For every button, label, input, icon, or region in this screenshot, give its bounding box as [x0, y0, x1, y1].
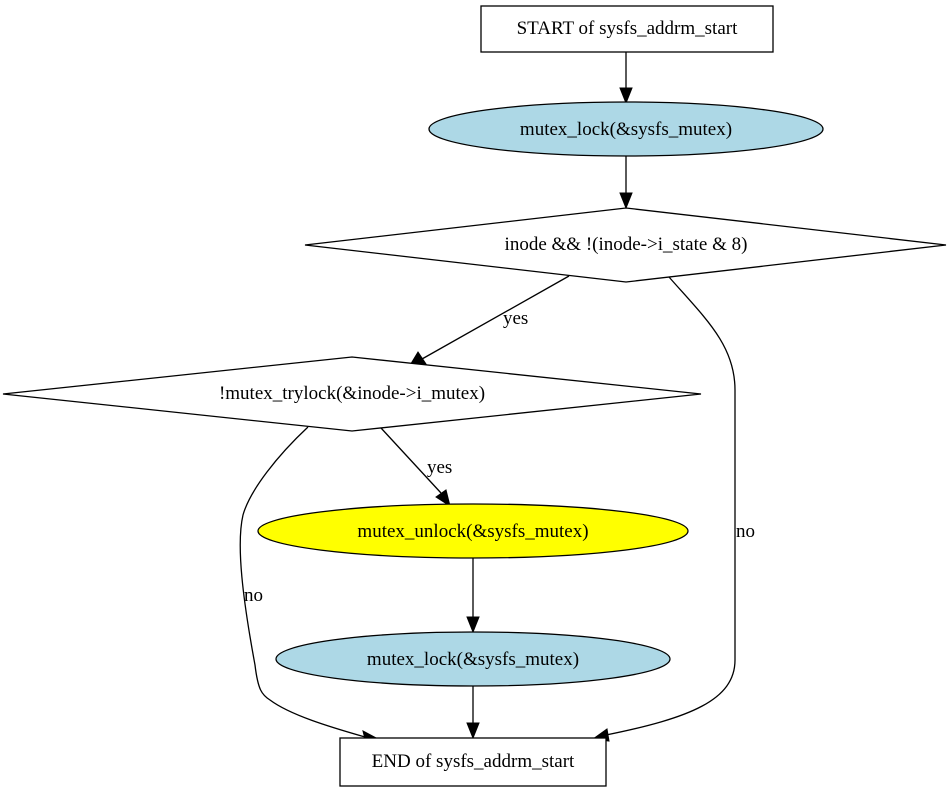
cond1-label: inode && !(inode->i_state & 8) [505, 234, 748, 255]
unlock-label: mutex_unlock(&sysfs_mutex) [357, 521, 588, 542]
edge-line [380, 427, 442, 494]
edge-line [239, 426, 366, 738]
lock2-label: mutex_lock(&sysfs_mutex) [367, 649, 579, 670]
edge-label-yes: yes [427, 457, 452, 478]
edge-unlock-to-lock2 [466, 558, 480, 634]
node-lock1[interactable]: mutex_lock(&sysfs_mutex) [428, 101, 824, 157]
end-box [339, 737, 607, 787]
end-label: END of sysfs_addrm_start [372, 751, 575, 772]
edge-label-no: no [736, 521, 755, 542]
arrowhead [435, 489, 451, 508]
arrowhead [466, 722, 480, 740]
node-cond2[interactable]: !mutex_trylock(&inode->i_mutex) [2, 356, 702, 432]
edge-line [605, 276, 736, 736]
edge-label-yes: yes [503, 308, 528, 329]
node-cond1[interactable]: inode && !(inode->i_state & 8) [304, 207, 947, 283]
edge-lock1-to-cond1 [619, 156, 633, 210]
cond1-diamond [304, 207, 947, 283]
edge-cond2-to-end: no [239, 426, 382, 744]
lock1-ellipse [428, 101, 824, 157]
edge-start-to-lock1 [619, 52, 633, 105]
edge-line [421, 275, 570, 360]
arrowhead [619, 87, 633, 105]
edge-label-no: no [244, 585, 263, 606]
start-label: START of sysfs_addrm_start [517, 18, 738, 39]
node-unlock[interactable]: mutex_unlock(&sysfs_mutex) [257, 503, 689, 559]
arrowhead [466, 616, 480, 634]
cond2-label: !mutex_trylock(&inode->i_mutex) [219, 383, 485, 404]
edge-lock2-to-end [466, 686, 480, 740]
node-start[interactable]: START of sysfs_addrm_start [480, 5, 774, 53]
lock2-ellipse [275, 631, 671, 687]
arrowhead [619, 192, 633, 210]
edge-cond1-to-cond2: yes [408, 275, 570, 368]
unlock-ellipse [257, 503, 689, 559]
lock1-label: mutex_lock(&sysfs_mutex) [520, 119, 732, 140]
edge-cond2-to-unlock: yes [380, 427, 452, 508]
cond2-diamond [2, 356, 702, 432]
start-box [480, 5, 774, 53]
node-lock2[interactable]: mutex_lock(&sysfs_mutex) [275, 631, 671, 687]
node-end[interactable]: END of sysfs_addrm_start [339, 737, 607, 787]
